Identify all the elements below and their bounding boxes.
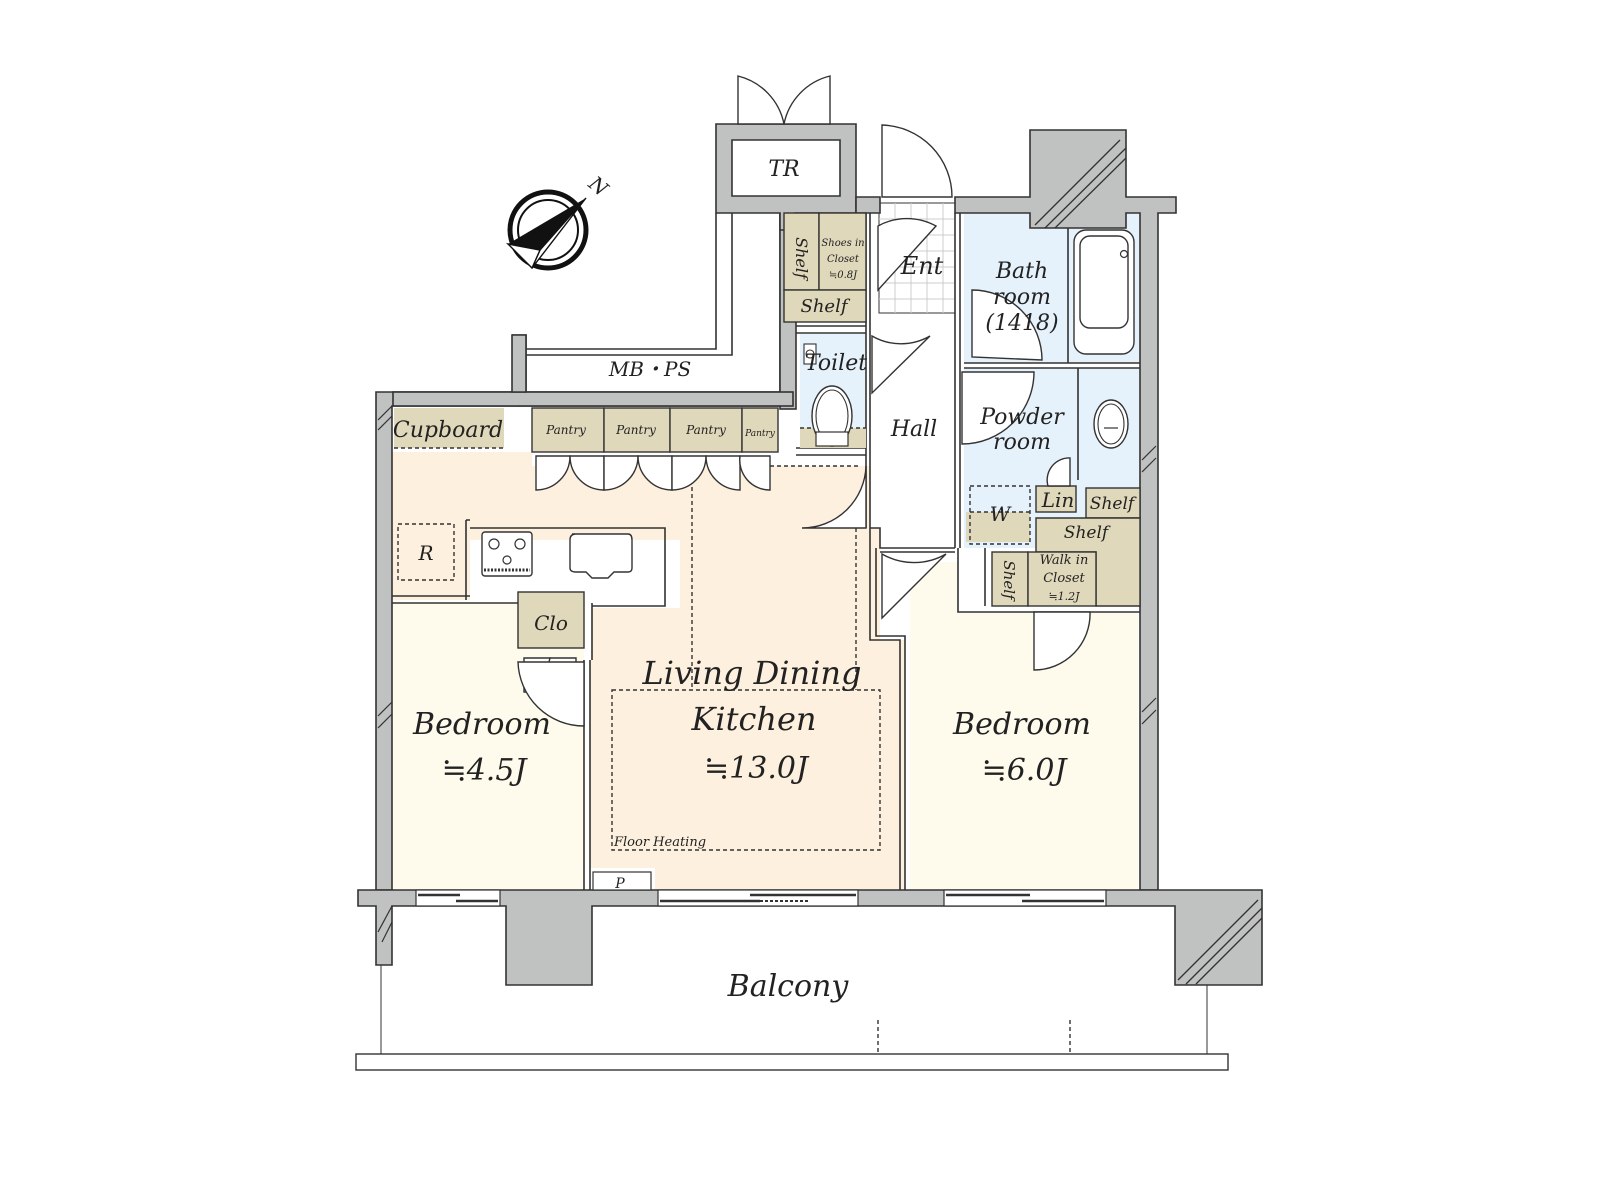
cupboard-label: Cupboard: [393, 418, 503, 443]
ldk-dash-lines: [691, 466, 857, 690]
balcony-outline: [355, 965, 1229, 1071]
balcony-column-hatch: [377, 899, 1263, 985]
mbps-label: MB・PS: [608, 357, 691, 381]
bathroom-line2: room: [993, 285, 1051, 310]
shelf-a-label: Shelf: [1090, 494, 1137, 514]
shelf-b-label: Shelf: [1064, 523, 1111, 543]
ldk-size: ≒13.0J: [704, 751, 810, 786]
bedroom-west-label: Bedroom: [412, 707, 551, 742]
refrigerator-space: [397, 523, 455, 581]
mbps-inner-line: [526, 213, 733, 356]
mbps-inner-line-2: [526, 213, 717, 350]
pipe-label: P: [614, 876, 625, 892]
bedroom-east-label: Bedroom: [952, 707, 1091, 742]
shoes-closet-size: ≒0.8J: [829, 270, 858, 281]
washbasin-icon: [1093, 399, 1129, 449]
stove-icon: [481, 531, 533, 577]
east-wall-hatch: [1141, 445, 1157, 725]
pipe-box: [592, 871, 652, 891]
closet-label: Clo: [534, 611, 568, 635]
refrigerator-label: R: [417, 541, 433, 565]
floor-heating-area: [611, 689, 881, 851]
washer-space: [969, 485, 1031, 545]
windows-south: [415, 889, 1107, 907]
linen-label: Lin: [1041, 488, 1075, 512]
bathroom-line3: (1418): [985, 311, 1058, 336]
wic-size: ≒1.2J: [1048, 590, 1080, 603]
west-wall-hatch: [377, 405, 393, 729]
compass-label: N: [583, 171, 614, 202]
powder-room-line2: room: [993, 430, 1051, 455]
wic-line2: Closet: [1043, 571, 1085, 586]
storage-blocks: [394, 212, 1141, 649]
sink-icon: [569, 533, 633, 579]
ldk-line1: Living Dining: [642, 654, 862, 692]
bedroom-east-size: ≒6.0J: [982, 753, 1069, 788]
shoes-closet-line1: Shoes in: [821, 238, 864, 249]
entrance-label: Ent: [900, 252, 944, 280]
compass-north-icon: N: [505, 171, 614, 271]
bedroom-west-size: ≒4.5J: [442, 753, 529, 788]
pantry-label-4: Pantry: [744, 429, 776, 439]
shelf-c-label: Shelf: [1000, 560, 1018, 602]
north-wall-top: [392, 391, 794, 407]
powder-room-line1: Powder: [979, 405, 1065, 430]
ldk-floor: [392, 452, 905, 890]
shoe-shelf-label: Shelf: [792, 237, 811, 282]
hall-label: Hall: [890, 417, 937, 442]
washer-label: W: [990, 502, 1012, 526]
doors: [517, 75, 1091, 727]
bedroom-west-floor: [392, 603, 584, 890]
shoes-closet-line2: Closet: [827, 254, 860, 265]
bathroom-line1: Bath: [995, 259, 1048, 284]
south-wall: [357, 889, 1263, 986]
shoe-shelf-lower-label: Shelf: [801, 296, 851, 317]
mbps-left-post: [511, 334, 527, 393]
pantry-label-3: Pantry: [685, 423, 726, 437]
kitchen-counter: [465, 519, 666, 607]
pantry-label-2: Pantry: [615, 423, 656, 437]
balcony-label: Balcony: [727, 969, 850, 1004]
bathtub-icon: [1073, 229, 1135, 355]
floor-heating-note: Floor Heating: [613, 835, 706, 850]
pantry-label-1: Pantry: [545, 423, 586, 437]
column-hatch-ne: [1034, 139, 1127, 229]
ldk-line2: Kitchen: [690, 700, 816, 738]
toilet-icon: [803, 343, 853, 447]
tr-label: TR: [768, 157, 799, 182]
toilet-label: Toilet: [805, 351, 867, 376]
wic-line1: Walk in: [1040, 553, 1089, 568]
